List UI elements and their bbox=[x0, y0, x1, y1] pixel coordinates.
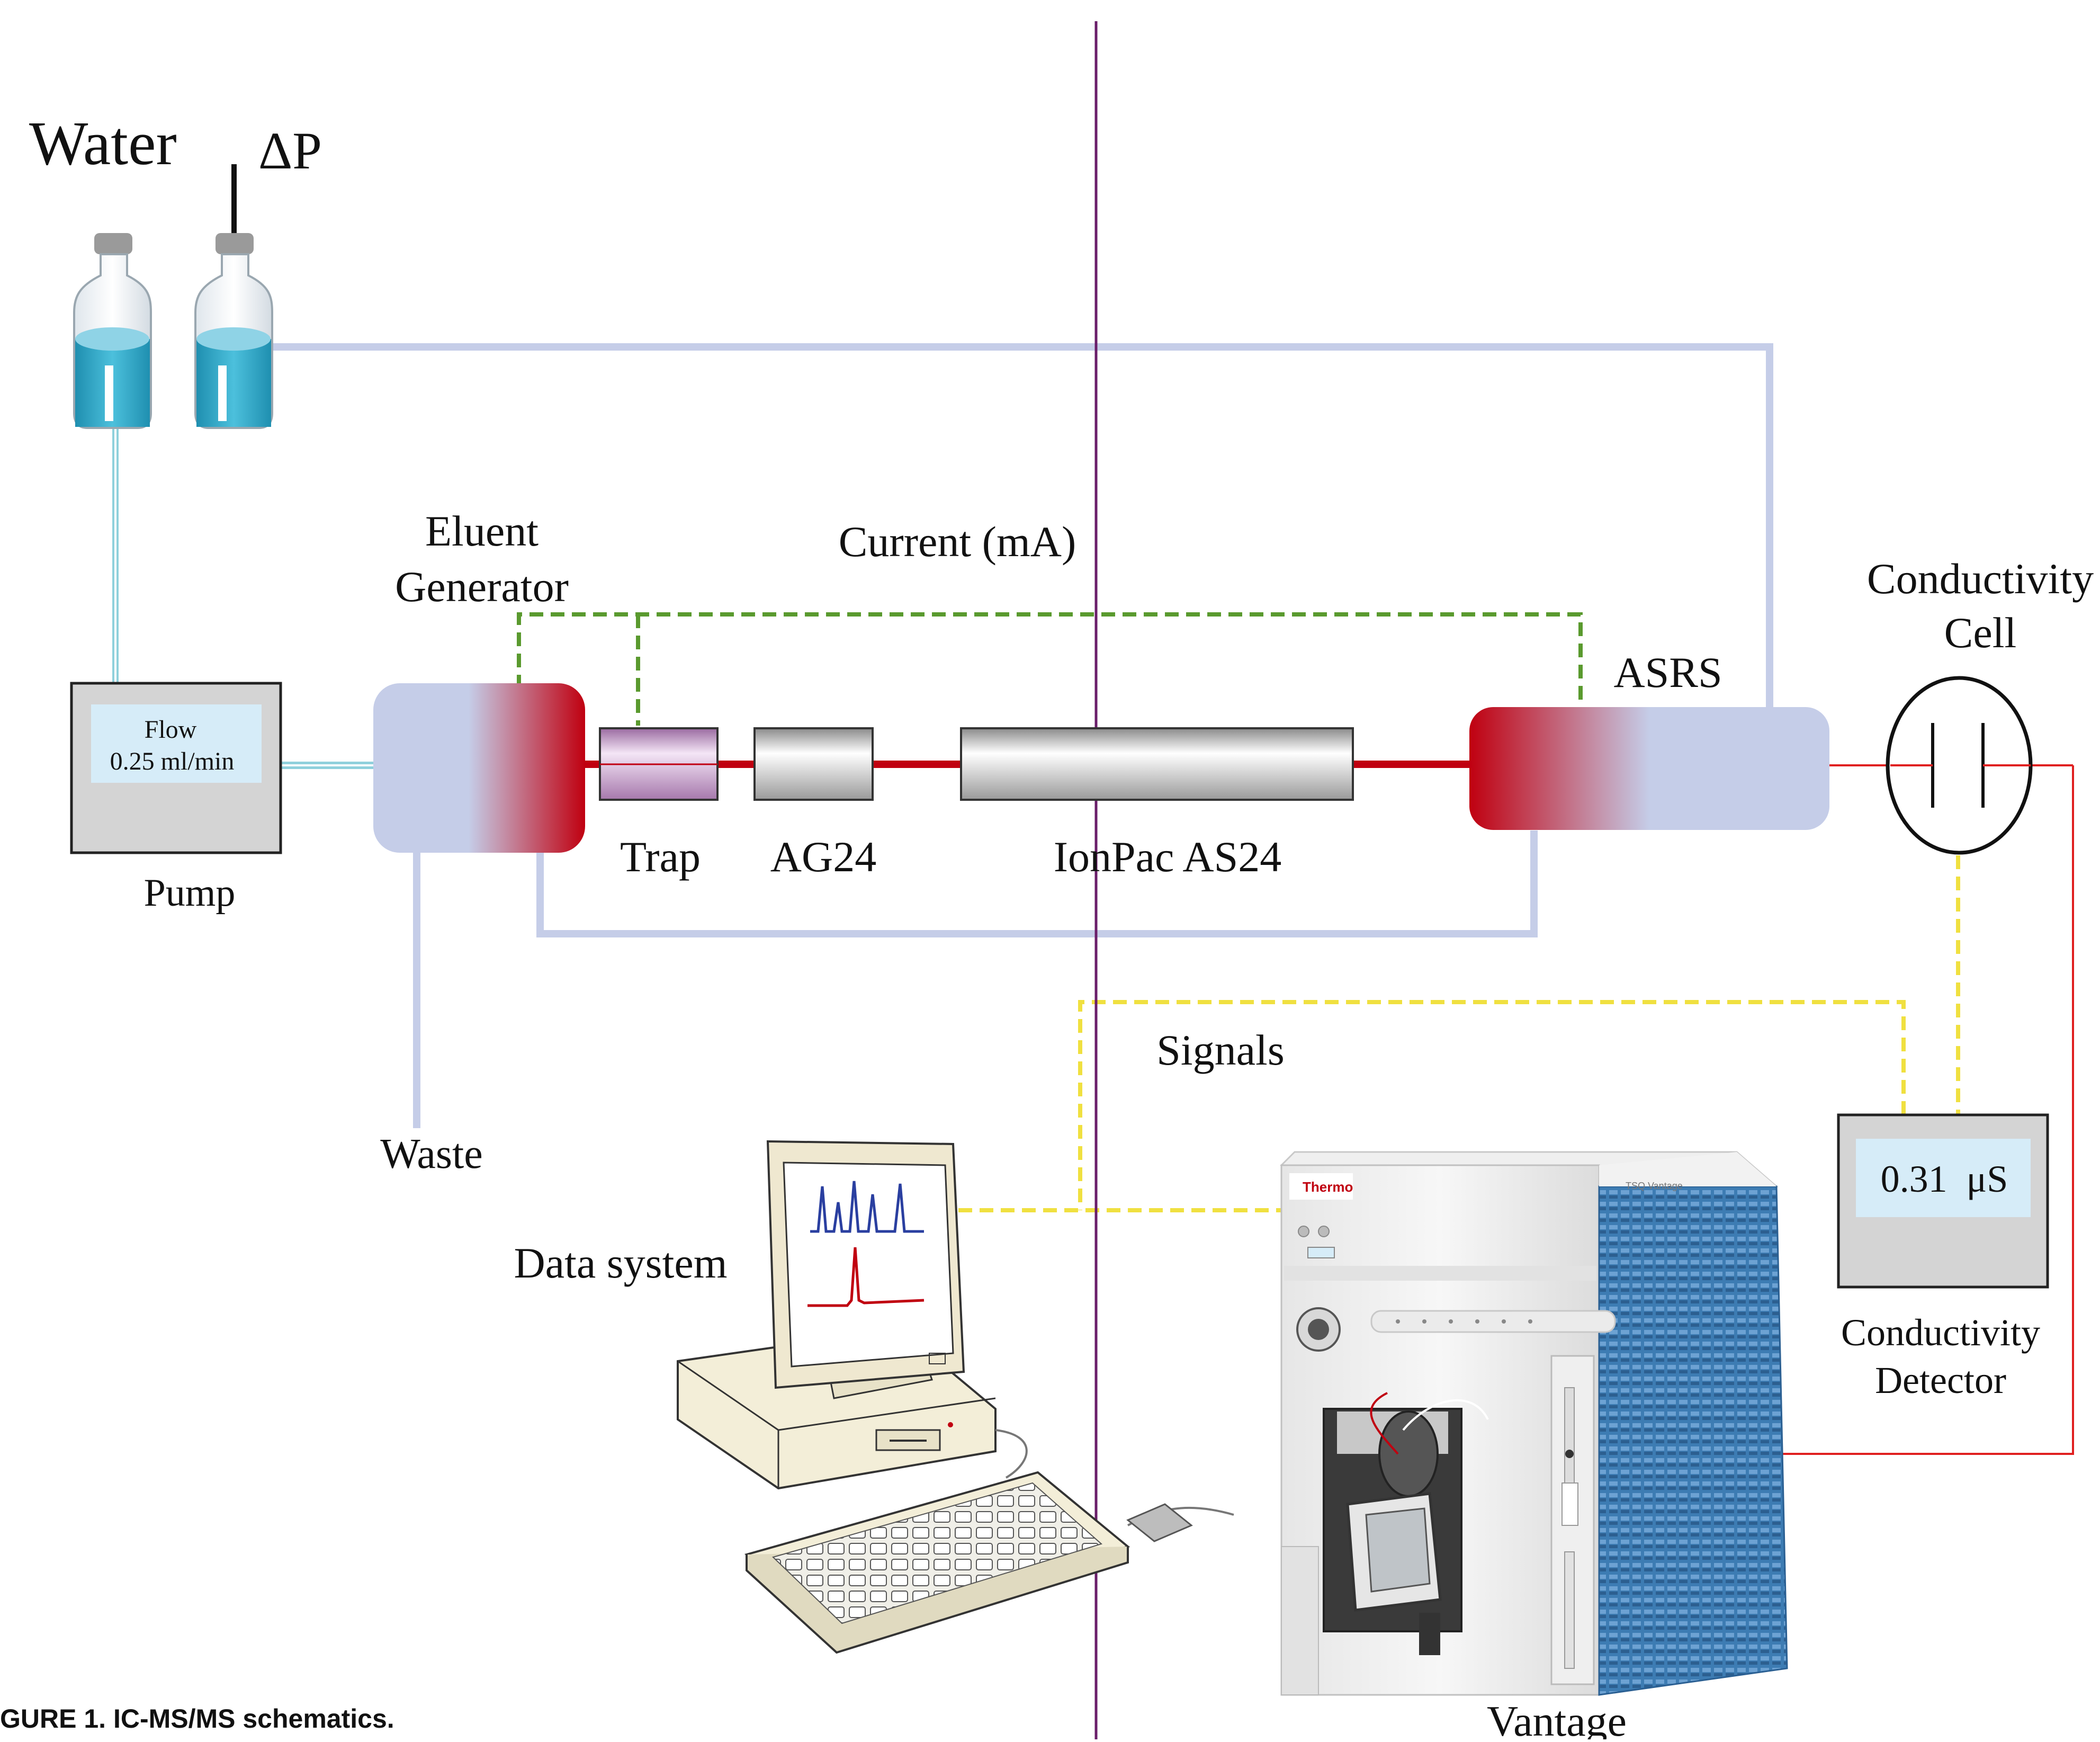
conductivity-cell-label-2: Cell bbox=[1944, 609, 2017, 657]
conductivity-cell-label: Conductivity bbox=[1867, 555, 2094, 603]
computer bbox=[677, 1140, 1234, 1654]
current-control-line bbox=[517, 612, 1583, 726]
asrs-suppressor bbox=[1469, 707, 1829, 830]
signal-lines bbox=[958, 855, 1960, 1212]
mass-spectrometer: Thermo TSQ Vantage bbox=[1280, 1151, 1788, 1696]
conductivity-detector-label-2: Detector bbox=[1875, 1359, 2006, 1401]
conductivity-cell bbox=[1886, 676, 2033, 855]
vantage-label: Vantage bbox=[1487, 1697, 1627, 1739]
detector-reading: 0.31 μS bbox=[1881, 1158, 2008, 1200]
conductivity-detector-label: Conductivity bbox=[1841, 1311, 2040, 1354]
eluent-generator-label: Eluent bbox=[425, 507, 539, 555]
pump-label: Pump bbox=[144, 871, 236, 915]
figure-caption: GURE 1. IC-MS/MS schematics. bbox=[0, 1704, 394, 1734]
water-bottle bbox=[73, 233, 152, 429]
water-label: Water bbox=[29, 109, 177, 178]
detector-display bbox=[1856, 1139, 2031, 1217]
regenerant-line bbox=[265, 343, 1773, 710]
ag24-column bbox=[753, 727, 874, 801]
eluent-generator bbox=[373, 683, 585, 853]
ionpac-label: IonPac AS24 bbox=[1054, 833, 1282, 881]
current-label: Current (mA) bbox=[839, 517, 1076, 566]
pump-display bbox=[91, 704, 262, 783]
pump-flow-label: Flow bbox=[145, 716, 197, 744]
labels: Water ΔP Eluent Generator Current (mA) C… bbox=[0, 109, 2094, 1742]
asrs-return-line bbox=[536, 830, 1538, 937]
eluent-generator-label-2: Generator bbox=[395, 562, 569, 611]
tubing bbox=[112, 343, 1773, 1128]
delta-p-label: ΔP bbox=[258, 121, 322, 180]
pressurized-water-bottle bbox=[194, 164, 273, 429]
conductivity-detector bbox=[1837, 1113, 2049, 1289]
ms-model: TSQ Vantage bbox=[1626, 1181, 1683, 1191]
data-system-label: Data system bbox=[514, 1239, 727, 1287]
pump-flow-value: 0.25 ml/min bbox=[110, 747, 235, 775]
as24-column bbox=[960, 727, 1354, 801]
ms-brand: Thermo bbox=[1303, 1179, 1353, 1195]
mouse bbox=[1126, 1503, 1193, 1542]
waste-label: Waste bbox=[380, 1131, 482, 1177]
pump bbox=[70, 682, 282, 854]
chromatogram-red bbox=[807, 1247, 925, 1307]
ag24-label: AG24 bbox=[770, 833, 876, 881]
asrs-label: ASRS bbox=[1613, 648, 1722, 696]
chromatogram-blue bbox=[810, 1181, 924, 1233]
signals-label: Signals bbox=[1156, 1026, 1284, 1074]
trap-label: Trap bbox=[620, 833, 701, 881]
